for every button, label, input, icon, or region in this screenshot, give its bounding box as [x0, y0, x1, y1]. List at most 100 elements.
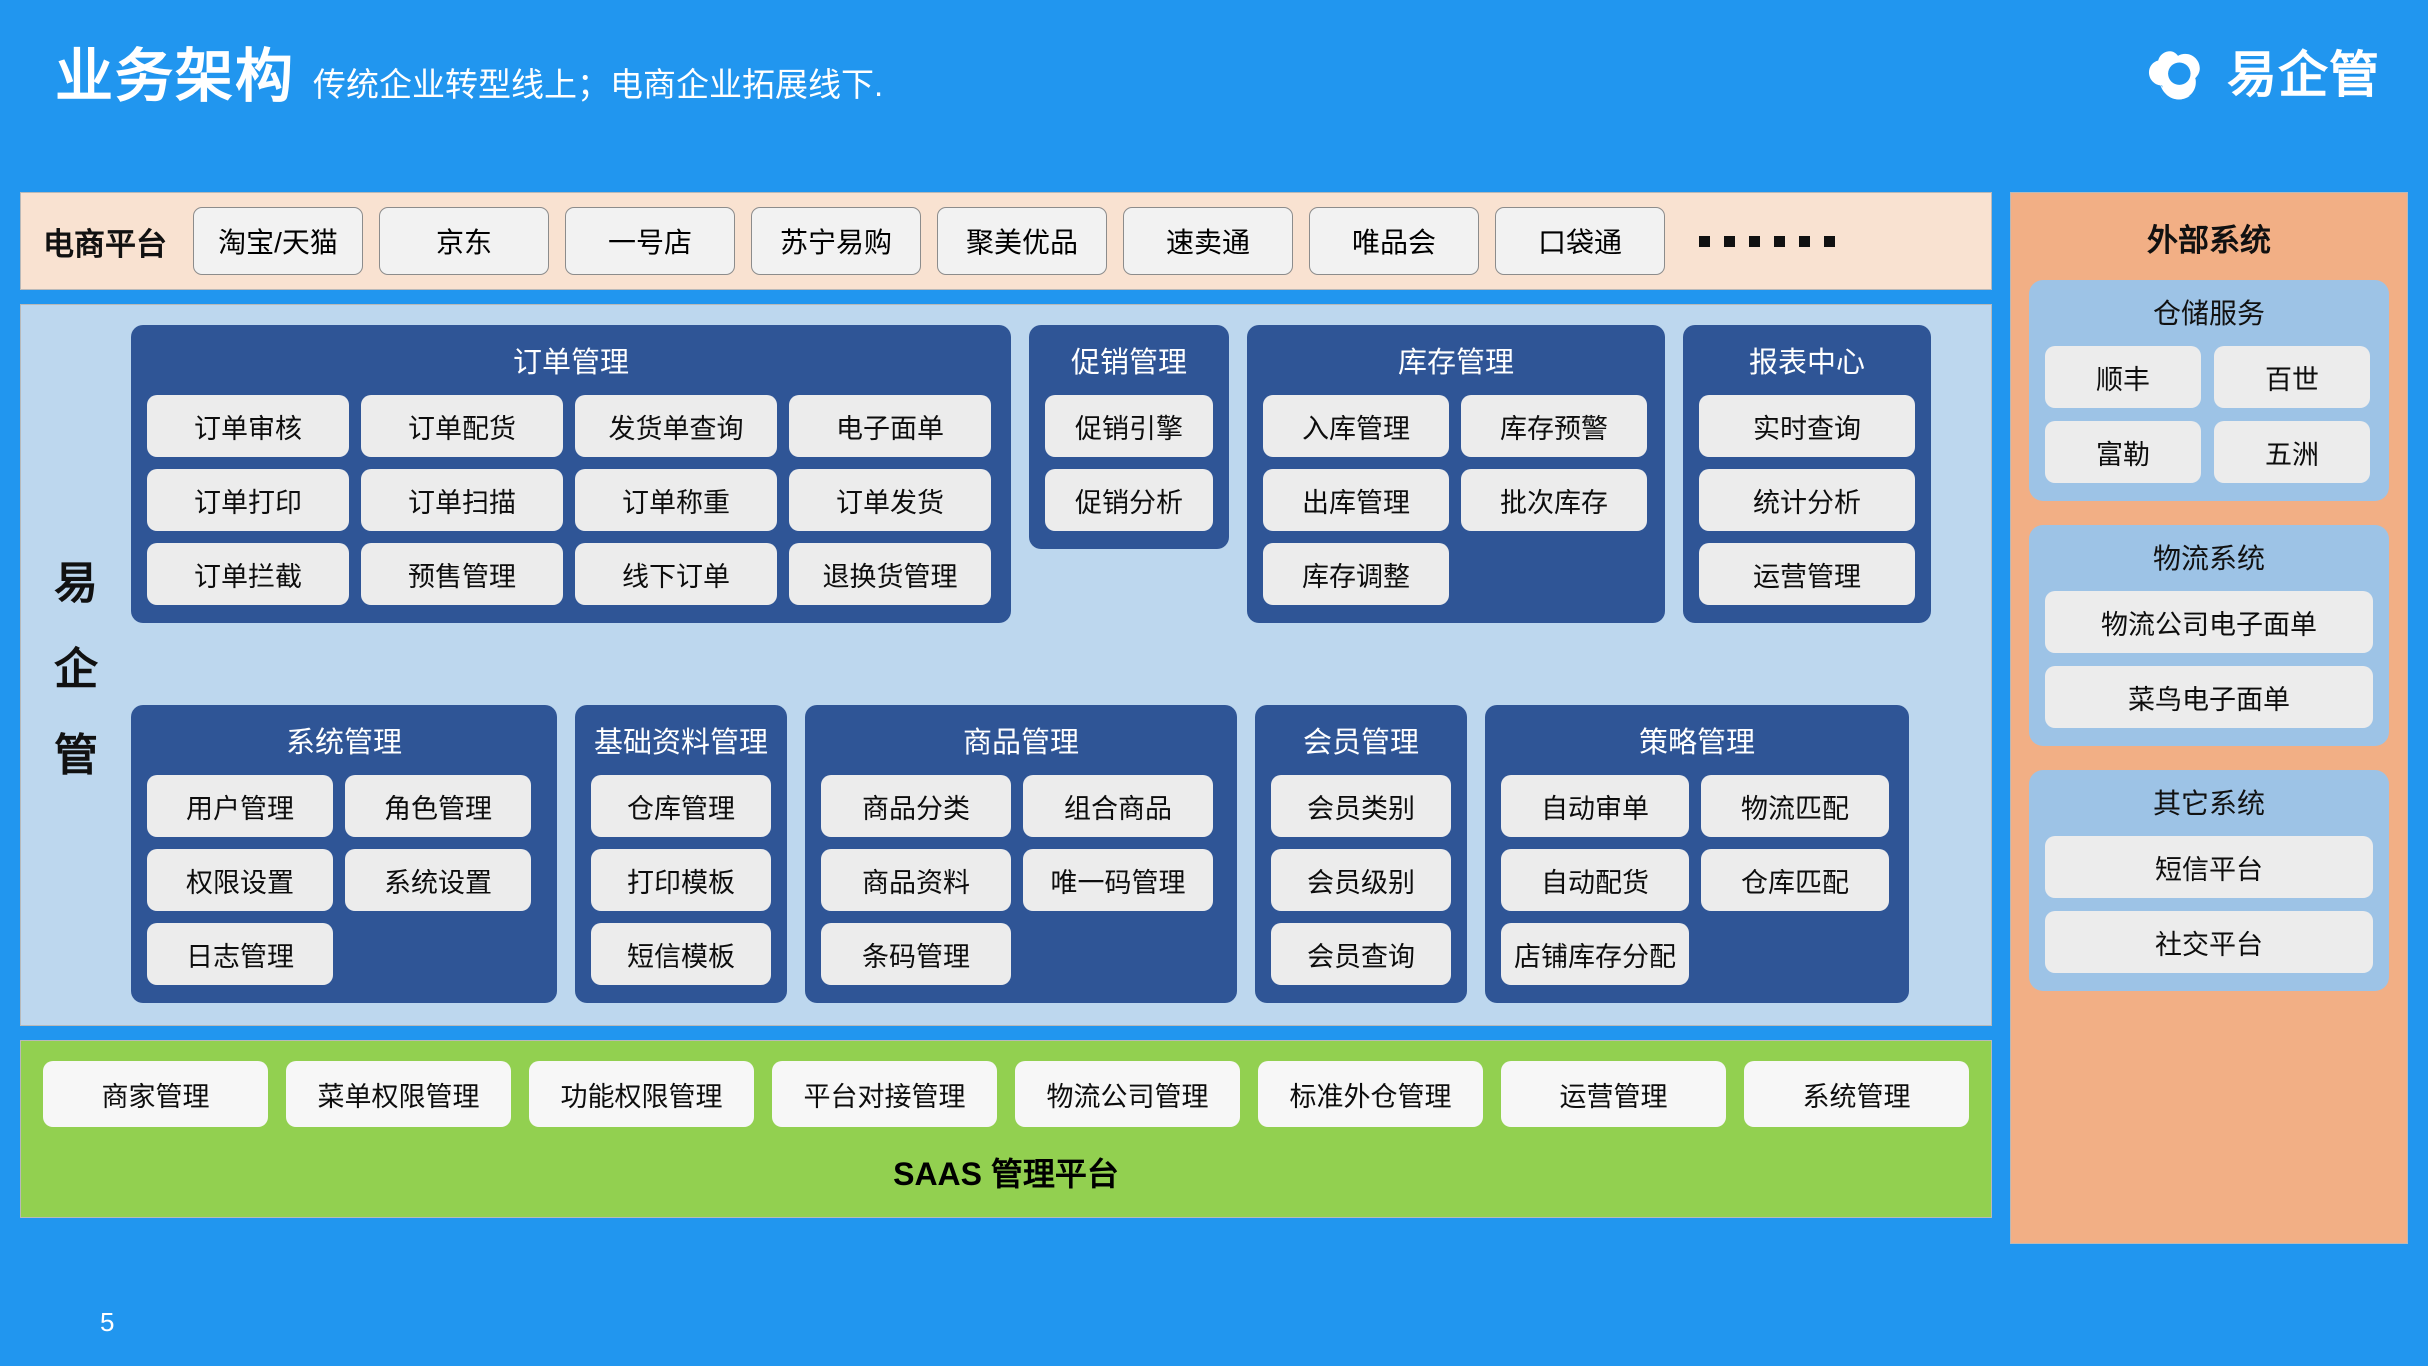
module-tile[interactable]: 日志管理	[147, 923, 333, 985]
ecommerce-platform-chip[interactable]: 聚美优品	[937, 207, 1107, 275]
brand-name: 易企管	[2227, 47, 2380, 103]
module-tile[interactable]: 订单审核	[147, 395, 349, 457]
module-tile[interactable]: 促销分析	[1045, 469, 1213, 531]
module-panel: 促销管理促销引擎促销分析	[1029, 325, 1229, 549]
module-panel-title: 基础资料管理	[593, 727, 768, 759]
module-tile[interactable]: 仓库管理	[591, 775, 771, 837]
module-panel: 系统管理用户管理角色管理权限设置系统设置日志管理	[131, 705, 557, 1003]
module-tile[interactable]: 发货单查询	[575, 395, 777, 457]
saas-tile[interactable]: 标准外仓管理	[1258, 1061, 1483, 1127]
module-tile-grid: 订单审核订单配货发货单查询电子面单订单打印订单扫描订单称重订单发货订单拦截预售管…	[147, 395, 995, 605]
saas-tile[interactable]: 运营管理	[1501, 1061, 1726, 1127]
module-panel: 策略管理自动审单物流匹配自动配货仓库匹配店铺库存分配	[1485, 705, 1909, 1003]
module-tile[interactable]: 统计分析	[1699, 469, 1915, 531]
module-tile[interactable]: 会员查询	[1271, 923, 1451, 985]
module-tile[interactable]: 订单配货	[361, 395, 563, 457]
saas-tile[interactable]: 商家管理	[43, 1061, 268, 1127]
module-panel-title: 订单管理	[512, 347, 629, 379]
module-panel-title: 促销管理	[1070, 347, 1187, 379]
module-panel-title: 会员管理	[1302, 727, 1419, 759]
module-panel-row-2: 系统管理用户管理角色管理权限设置系统设置日志管理基础资料管理仓库管理打印模板短信…	[131, 705, 1973, 1003]
ellipsis-dot-icon	[1824, 235, 1835, 247]
ecommerce-platform-chip[interactable]: 一号店	[565, 207, 735, 275]
external-tile[interactable]: 短信平台	[2045, 836, 2373, 898]
module-tile[interactable]: 商品资料	[821, 849, 1011, 911]
external-systems-title: 外部系统	[2147, 223, 2271, 258]
module-tile-grid: 用户管理角色管理权限设置系统设置日志管理	[147, 775, 541, 985]
external-systems-group-list: 仓储服务顺丰百世富勒五洲物流系统物流公司电子面单菜鸟电子面单其它系统短信平台社交…	[2029, 280, 2389, 991]
saas-platform-title: SAAS 管理平台	[893, 1156, 1119, 1192]
module-tile[interactable]: 组合商品	[1023, 775, 1213, 837]
module-tile[interactable]: 入库管理	[1263, 395, 1449, 457]
module-tile[interactable]: 订单打印	[147, 469, 349, 531]
external-tile[interactable]: 富勒	[2045, 421, 2201, 483]
page-title: 业务架构	[55, 44, 296, 109]
external-tile[interactable]: 社交平台	[2045, 911, 2373, 973]
external-tile[interactable]: 菜鸟电子面单	[2045, 666, 2373, 728]
ecommerce-platform-chip[interactable]: 唯品会	[1309, 207, 1479, 275]
module-tile[interactable]: 库存预警	[1461, 395, 1647, 457]
module-tile[interactable]: 条码管理	[821, 923, 1011, 985]
saas-tile[interactable]: 物流公司管理	[1015, 1061, 1240, 1127]
saas-tile[interactable]: 系统管理	[1744, 1061, 1969, 1127]
module-panel: 基础资料管理仓库管理打印模板短信模板	[575, 705, 787, 1003]
ecommerce-platform-chip[interactable]: 京东	[379, 207, 549, 275]
module-panel: 库存管理入库管理库存预警出库管理批次库存库存调整	[1247, 325, 1665, 623]
external-systems-panel: 外部系统 仓储服务顺丰百世富勒五洲物流系统物流公司电子面单菜鸟电子面单其它系统短…	[2010, 192, 2408, 1244]
ecommerce-platform-chip[interactable]: 淘宝/天猫	[193, 207, 363, 275]
external-system-group: 仓储服务顺丰百世富勒五洲	[2029, 280, 2389, 501]
module-tile[interactable]: 打印模板	[591, 849, 771, 911]
module-tile[interactable]: 线下订单	[575, 543, 777, 605]
module-tile[interactable]: 短信模板	[591, 923, 771, 985]
external-tile[interactable]: 顺丰	[2045, 346, 2201, 408]
external-tile-grid: 短信平台社交平台	[2045, 836, 2373, 973]
vertical-brand-label: 易企管	[21, 305, 131, 1025]
module-tile-grid: 商品分类组合商品商品资料唯一码管理条码管理	[821, 775, 1221, 985]
module-tile[interactable]: 运营管理	[1699, 543, 1915, 605]
slide-header: 业务架构 传统企业转型线上；电商企业拓展线下. 易企管	[0, 0, 2428, 180]
external-tile[interactable]: 五洲	[2214, 421, 2370, 483]
module-tile[interactable]: 预售管理	[361, 543, 563, 605]
module-tile[interactable]: 实时查询	[1699, 395, 1915, 457]
module-tile[interactable]: 订单扫描	[361, 469, 563, 531]
module-tile[interactable]: 自动审单	[1501, 775, 1689, 837]
saas-platform-bar: 商家管理菜单权限管理功能权限管理平台对接管理物流公司管理标准外仓管理运营管理系统…	[20, 1040, 1992, 1218]
module-tile[interactable]: 角色管理	[345, 775, 531, 837]
ecommerce-platform-chip[interactable]: 苏宁易购	[751, 207, 921, 275]
saas-tile[interactable]: 菜单权限管理	[286, 1061, 511, 1127]
external-tile[interactable]: 物流公司电子面单	[2045, 591, 2373, 653]
ecommerce-platform-chip[interactable]: 口袋通	[1495, 207, 1665, 275]
module-tile[interactable]: 订单拦截	[147, 543, 349, 605]
module-tile[interactable]: 商品分类	[821, 775, 1011, 837]
module-tile[interactable]: 退换货管理	[789, 543, 991, 605]
module-tile[interactable]: 店铺库存分配	[1501, 923, 1689, 985]
module-tile[interactable]: 用户管理	[147, 775, 333, 837]
module-tile-grid: 仓库管理打印模板短信模板	[591, 775, 771, 985]
module-tile-grid: 实时查询统计分析运营管理	[1699, 395, 1915, 605]
module-tile[interactable]: 批次库存	[1461, 469, 1647, 531]
ellipsis-dot-icon	[1799, 235, 1810, 247]
module-tile[interactable]: 订单称重	[575, 469, 777, 531]
module-tile[interactable]: 权限设置	[147, 849, 333, 911]
external-tile-grid: 物流公司电子面单菜鸟电子面单	[2045, 591, 2373, 728]
external-tile-grid: 顺丰百世富勒五洲	[2045, 346, 2373, 483]
module-tile[interactable]: 订单发货	[789, 469, 991, 531]
module-tile[interactable]: 电子面单	[789, 395, 991, 457]
ellipsis-dot-icon	[1749, 235, 1760, 247]
module-tile[interactable]: 唯一码管理	[1023, 849, 1213, 911]
module-tile[interactable]: 会员级别	[1271, 849, 1451, 911]
external-tile[interactable]: 百世	[2214, 346, 2370, 408]
module-tile[interactable]: 库存调整	[1263, 543, 1449, 605]
saas-tile[interactable]: 功能权限管理	[529, 1061, 754, 1127]
module-tile[interactable]: 系统设置	[345, 849, 531, 911]
page-subtitle: 传统企业转型线上；电商企业拓展线下.	[313, 66, 884, 103]
module-tile[interactable]: 促销引擎	[1045, 395, 1213, 457]
ecommerce-platform-chip[interactable]: 速卖通	[1123, 207, 1293, 275]
saas-tile[interactable]: 平台对接管理	[772, 1061, 997, 1127]
module-tile[interactable]: 会员类别	[1271, 775, 1451, 837]
module-tile[interactable]: 仓库匹配	[1701, 849, 1889, 911]
module-tile[interactable]: 自动配货	[1501, 849, 1689, 911]
module-tile[interactable]: 出库管理	[1263, 469, 1449, 531]
ellipsis-dot-icon	[1724, 235, 1735, 247]
module-tile[interactable]: 物流匹配	[1701, 775, 1889, 837]
